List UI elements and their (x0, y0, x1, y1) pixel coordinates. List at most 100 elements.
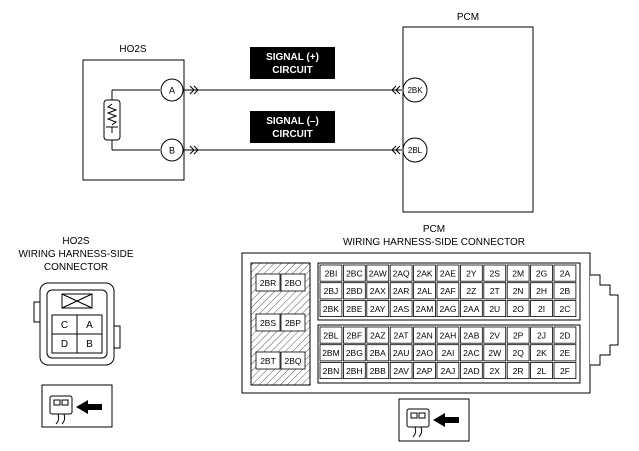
pcm-pin-label: 2J (537, 331, 546, 341)
pcm-pin-label: 2W (488, 348, 501, 358)
pcm-pin-label: 2E (560, 348, 571, 358)
pcm-pin-cell (459, 299, 483, 317)
pcm-pin-cell (342, 344, 366, 362)
pcm-pin-cell (342, 299, 366, 317)
pcm-pin-cell (342, 282, 366, 300)
pcm-pin-label: 2AG (439, 304, 456, 314)
pcm-pin-label: 2R (513, 366, 524, 376)
pcm-pin-cell (366, 344, 390, 362)
pcm-pin-cell (342, 264, 366, 282)
pcm-pin-label: 2AO (416, 348, 433, 358)
pcm-pin-label: 2V (490, 331, 501, 341)
terminal-2bl (402, 137, 428, 163)
pcm-pin-label: 2BG (346, 348, 363, 358)
pcm-side-pin-cell (255, 273, 281, 292)
ho2s-connector-face (33, 282, 121, 366)
pcm-pin-cell (436, 326, 460, 344)
pcm-pin-label: 2BD (346, 286, 363, 296)
pcm-side-pin-label: 2BR (260, 278, 277, 288)
pcm-pin-cell (389, 344, 413, 362)
pcm-connector-title: PCM (423, 224, 445, 235)
pcm-pin-label: 2BB (370, 366, 386, 376)
pcm-title: PCM (457, 12, 479, 23)
pcm-pin-label: 2AA (463, 304, 479, 314)
pcm-pin-label: 2H (536, 286, 547, 296)
pcm-connector-title-line2: WIRING HARNESS-SIDE CONNECTOR (343, 237, 525, 248)
terminal-2bk-label: 2BK (407, 86, 423, 95)
pcm-pin-label: 2P (513, 331, 524, 341)
pcm-pin-cell (389, 282, 413, 300)
pcm-side-pin-cell (280, 273, 306, 292)
pcm-pin-label: 2BE (346, 304, 362, 314)
pcm-pin-label: 2Q (512, 348, 524, 358)
pcm-pin-label: 2AK (417, 269, 433, 279)
pcm-pin-cell (389, 361, 413, 379)
pcm-pin-cell (483, 282, 507, 300)
pcm-pin-cell (530, 282, 553, 300)
pcm-pin-label: 2BJ (324, 286, 339, 296)
signal-minus-label-line2: CIRCUIT (272, 129, 313, 140)
pcm-connector-latch (590, 274, 619, 366)
pcm-pin-cell (342, 326, 366, 344)
pcm-pin-label: 2AQ (393, 269, 410, 279)
pcm-pin-label: 2AY (370, 304, 386, 314)
pcm-pin-cell (413, 344, 436, 362)
pcm-pin-label: 2Z (466, 286, 476, 296)
pcm-pin-label: 2AF (440, 286, 456, 296)
ho2s-connector-title: HO2S (62, 236, 90, 247)
pcm-pin-cell (530, 326, 553, 344)
pcm-pin-label: 2AN (416, 331, 433, 341)
ho2s-title: HO2S (119, 44, 147, 55)
pcm-pin-label: 2T (490, 286, 500, 296)
pcm-pin-label: 2D (560, 331, 571, 341)
pcm-pin-label: 2BK (323, 304, 339, 314)
pcm-box (402, 26, 534, 213)
signal-minus-label: SIGNAL (–) (266, 116, 319, 127)
terminal-2bk (402, 77, 428, 103)
pcm-pin-cell (483, 299, 507, 317)
pcm-pin-cell (319, 361, 343, 379)
pcm-pin-label: 2AW (369, 269, 387, 279)
pcm-side-pin-cell (255, 351, 281, 370)
pcm-pin-cell (483, 326, 507, 344)
pcm-pin-label: 2K (536, 348, 547, 358)
ho2s-box (82, 59, 185, 181)
pcm-pin-cell (530, 299, 553, 317)
pcm-pin-label: 2X (490, 366, 501, 376)
pcm-pin-cell (319, 282, 343, 300)
pcm-pin-label: 2AL (417, 286, 432, 296)
pcm-pin-label: 2I (538, 304, 545, 314)
pcm-pin-label: 2BA (370, 348, 386, 358)
ho2s-connector-chevron-icon (189, 85, 199, 155)
pcm-pin-cell (342, 361, 366, 379)
pcm-pin-cell (459, 344, 483, 362)
pcm-pin-label: 2B (560, 286, 571, 296)
pcm-pin-label: 2M (512, 269, 524, 279)
pcm-side-pin-label: 2BS (260, 318, 276, 328)
pcm-pin-cell (319, 326, 343, 344)
pcm-pin-label: 2AC (463, 348, 480, 358)
pcm-pin-cell (483, 361, 507, 379)
pcm-pin-cell (366, 326, 390, 344)
ho2s-pin-b: B (86, 339, 93, 350)
pcm-pin-label: 2AI (442, 348, 455, 358)
pcm-side-pin-label: 2BQ (284, 356, 301, 366)
pcm-pin-label: 2AJ (441, 366, 456, 376)
ho2s-pin-c: C (61, 320, 68, 331)
pcm-pin-label: 2O (512, 304, 524, 314)
pcm-pin-label: 2BH (346, 366, 363, 376)
pcm-pin-cell (553, 326, 577, 344)
signal-plus-label: SIGNAL (+) (266, 52, 319, 63)
pcm-pin-label: 2AD (463, 366, 480, 376)
pcm-pin-label: 2BN (323, 366, 340, 376)
pcm-side-pin-cell (255, 313, 281, 332)
pcm-pin-cell (530, 344, 553, 362)
pcm-pin-cell (553, 282, 577, 300)
pcm-pin-label: 2AX (370, 286, 386, 296)
pcm-pin-label: 2AU (393, 348, 410, 358)
terminal-2bl-label: 2BL (408, 146, 423, 155)
pcm-pin-label: 2BC (346, 269, 363, 279)
pcm-pin-cell (413, 326, 436, 344)
pcm-pin-cell (506, 264, 530, 282)
ho2s-pin-a: A (86, 320, 93, 331)
